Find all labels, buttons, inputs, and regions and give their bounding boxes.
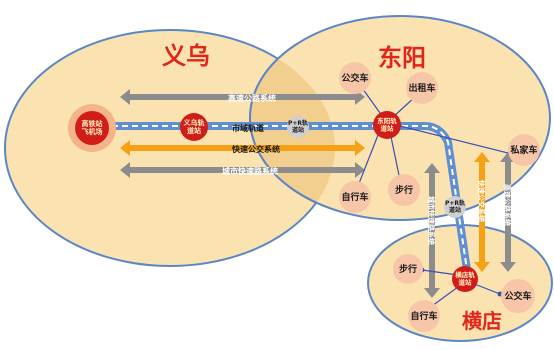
yiwu-label: 义乌: [162, 42, 210, 70]
vertical-expressway-label: 城市快速路系统: [427, 196, 436, 245]
metro-rail-label: 市域轨道: [232, 123, 264, 133]
station-hengdian-rail-label: 横店轨道站: [455, 270, 475, 287]
svg-text:公交车: 公交车: [504, 290, 531, 302]
svg-text:私家车: 私家车: [509, 144, 537, 156]
station-pr-mid-label: P+R轨道站: [288, 119, 308, 134]
svg-text:出租车: 出租车: [408, 82, 435, 94]
mode-bus-hengdian: 公交车: [501, 279, 535, 313]
highway-arrow: [120, 89, 365, 105]
mode-bike-dongyang: 自行车: [339, 181, 371, 213]
mode-bike-hengdian: 自行车: [408, 300, 440, 332]
urban-expressway-label: 城市快速路系统: [222, 166, 278, 176]
mode-walk-dongyang: 步行: [388, 174, 420, 206]
vertical-highway-arrow: [500, 152, 516, 272]
station-yiwu-hub: 高铁站飞机场: [68, 104, 116, 152]
station-yiwu-rail-label: 义乌轨道站: [183, 118, 205, 135]
station-pr-south: P+R轨道站: [444, 196, 466, 218]
station-yiwu-rail: 义乌轨道站: [180, 113, 208, 141]
station-pr-mid: P+R轨道站: [287, 116, 309, 138]
svg-text:公交车: 公交车: [341, 72, 368, 84]
station-dongyang-rail-label: 东阳轨道站: [377, 116, 397, 133]
station-pr-south-label: P+R轨道站: [445, 199, 465, 214]
mode-taxi: 出租车: [406, 72, 438, 104]
svg-text:自行车: 自行车: [410, 310, 437, 322]
vertical-highway-label: 高速公路系统: [503, 184, 512, 226]
vertical-brt-arrow: [474, 152, 490, 272]
rail-line: [92, 122, 471, 271]
brt-label: 快速公交系统: [232, 144, 280, 154]
svg-text:步行: 步行: [395, 184, 413, 196]
svg-text:自行车: 自行车: [341, 191, 368, 203]
svg-text:步行: 步行: [399, 263, 417, 275]
hengdian-label: 横店: [462, 309, 502, 333]
highway-label: 高速公路系统: [228, 93, 276, 103]
station-yiwu-hub-label: 高铁站飞机场: [82, 119, 103, 136]
dongyang-label: 东阳: [378, 44, 426, 72]
brt-arrow: [120, 140, 365, 156]
station-dongyang-rail: 东阳轨道站: [373, 111, 401, 139]
vertical-expressway-arrow: [424, 163, 440, 298]
mode-walk-hengdian: 步行: [393, 254, 423, 284]
urban-expressway-arrow: [120, 162, 365, 178]
mode-private-car: 私家车: [508, 134, 540, 166]
mode-bus-dongyang: 公交车: [339, 62, 371, 94]
station-hengdian-rail: 横店轨道站: [452, 266, 478, 292]
vertical-brt-label: 快速公交系统: [477, 180, 486, 222]
